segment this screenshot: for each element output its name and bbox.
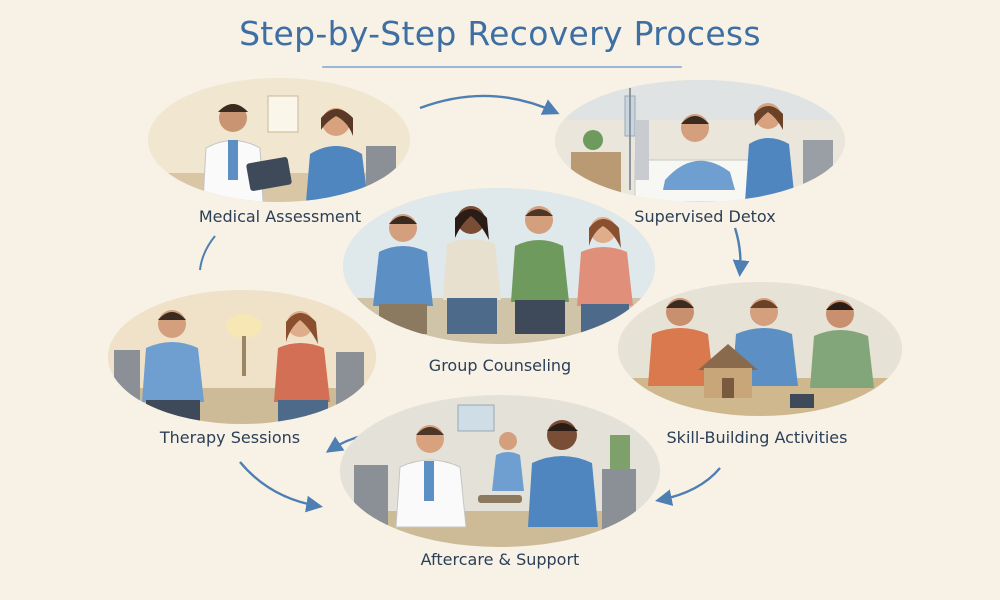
aftercare-support-illustration [340,395,660,547]
arrow-therapy-to-assessment [199,235,216,271]
skill-building-illustration [618,282,902,416]
step-label-group-counseling: Group Counseling [428,356,572,375]
arrow-therapy-to-aftercare [239,461,323,513]
step-label-therapy-sessions: Therapy Sessions [159,428,301,447]
step-label-supervised-detox: Supervised Detox [634,207,776,226]
title-underline [322,66,682,68]
therapy-sessions-illustration [108,290,376,424]
scene-therapy-sessions [108,290,376,424]
group-counseling-illustration [343,188,655,344]
step-label-skill-building-activities: Skill-Building Activities [666,428,848,447]
arrow-detox-to-skills [732,227,750,278]
scene-aftercare-support [340,395,660,547]
scene-skill-building [618,282,902,416]
diagram-title: Step-by-Step Recovery Process [239,14,761,53]
scene-medical-assessment [148,78,410,202]
arrow-assessment-to-detox [419,94,560,115]
step-label-aftercare-support: Aftercare & Support [420,550,580,569]
arrow-skills-to-aftercare [655,467,721,506]
step-label-medical-assessment: Medical Assessment [198,207,362,226]
scene-group-counseling [343,188,655,344]
supervised-detox-illustration [555,80,845,202]
scene-supervised-detox [555,80,845,202]
medical-assessment-illustration [148,78,410,202]
